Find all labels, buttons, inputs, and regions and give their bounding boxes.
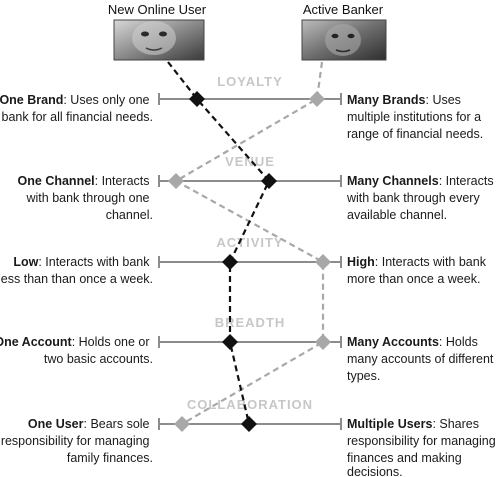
desc-activity-right-line-1: more than once a week. bbox=[347, 272, 480, 286]
desc-collaboration-left-bold: One User bbox=[28, 417, 84, 431]
desc-venue-right-line-2: available channel. bbox=[347, 208, 447, 222]
desc-collaboration-right-line-3: decisions. bbox=[347, 465, 403, 477]
persona-name-new-online-user: New Online User bbox=[108, 2, 207, 17]
desc-activity-left-line-1: less than than once a week. bbox=[0, 272, 153, 286]
desc-collaboration-right-line-0: : Shares bbox=[432, 417, 479, 431]
desc-breadth-left-bold: One Account bbox=[0, 335, 73, 349]
dimension-title-loyalty: LOYALTY bbox=[217, 74, 283, 89]
desc-venue-right: Many Channels: Interacts with bank throu… bbox=[346, 174, 497, 222]
desc-collaboration-left-line-1: responsibility for managing bbox=[1, 434, 150, 448]
marker-active-banker-venue bbox=[168, 173, 184, 189]
desc-activity-left-line-0: : Interacts with bank bbox=[38, 255, 150, 269]
desc-venue-right-line-0: : Interacts bbox=[439, 174, 494, 188]
axis-venue bbox=[158, 175, 342, 187]
desc-loyalty-right-line-2: range of financial needs. bbox=[347, 127, 483, 141]
desc-activity-left-bold: Low bbox=[13, 255, 38, 269]
persona-name-active-banker: Active Banker bbox=[303, 2, 384, 17]
desc-venue-left-line-0: : Interacts bbox=[95, 174, 150, 188]
desc-collaboration-right: Multiple Users: Shares responsibility fo… bbox=[347, 417, 499, 477]
marker-new-online-user-breadth bbox=[222, 334, 238, 350]
marker-new-online-user-loyalty bbox=[189, 91, 205, 107]
desc-activity-right-bold: High bbox=[347, 255, 375, 269]
desc-loyalty-left: One Brand: Uses only one bank for all fi… bbox=[0, 93, 153, 124]
desc-breadth-right: Many Accounts: Holds many accounts of di… bbox=[347, 335, 497, 383]
marker-new-online-user-collaboration bbox=[241, 416, 257, 432]
desc-breadth-left: One Account: Holds one or two basic acco… bbox=[0, 335, 153, 366]
desc-collaboration-left: One User: Bears sole responsibility for … bbox=[1, 417, 153, 465]
desc-activity-left: Low: Interacts with bank less than than … bbox=[0, 255, 153, 286]
desc-venue-right-bold: Many Channels bbox=[347, 174, 439, 188]
desc-activity-right: High: Interacts with bank more than once… bbox=[347, 255, 489, 286]
desc-collaboration-right-line-1: responsibility for managing bbox=[347, 434, 496, 448]
desc-loyalty-right: Many Brands: Uses multiple institutions … bbox=[347, 93, 485, 141]
desc-loyalty-left-bold: One Brand bbox=[0, 93, 63, 107]
photo-new-online-user bbox=[113, 19, 205, 61]
axis-activity bbox=[158, 256, 342, 268]
desc-loyalty-left-line-1: bank for all financial needs. bbox=[2, 110, 153, 124]
desc-collaboration-left-line-0: : Bears sole bbox=[84, 417, 150, 431]
marker-active-banker-breadth bbox=[315, 334, 331, 350]
dimension-title-venue: VENUE bbox=[225, 154, 275, 169]
desc-venue-left-line-2: channel. bbox=[106, 208, 153, 222]
desc-loyalty-left-line-0: : Uses only one bbox=[63, 93, 149, 107]
desc-breadth-left-line-0: : Holds one or bbox=[72, 335, 150, 349]
desc-venue-right-line-1: with bank through every bbox=[346, 191, 480, 205]
marker-active-banker-collaboration bbox=[174, 416, 190, 432]
axis-breadth bbox=[158, 336, 342, 348]
desc-venue-left-bold: One Channel bbox=[18, 174, 95, 188]
dimension-title-breadth: BREADTH bbox=[215, 315, 286, 330]
desc-venue-left-line-1: with bank through one bbox=[26, 191, 150, 205]
marker-active-banker-loyalty bbox=[309, 91, 325, 107]
desc-venue-left: One Channel: Interacts with bank through… bbox=[18, 174, 153, 222]
desc-collaboration-right-line-2: finances and making bbox=[347, 451, 462, 465]
desc-activity-right-line-0: : Interacts with bank bbox=[375, 255, 487, 269]
marker-new-online-user-activity bbox=[222, 254, 238, 270]
desc-breadth-left-line-1: two basic accounts. bbox=[44, 352, 153, 366]
desc-breadth-right-bold: Many Accounts bbox=[347, 335, 439, 349]
desc-breadth-right-line-2: types. bbox=[347, 369, 380, 383]
desc-loyalty-right-line-1: multiple institutions for a bbox=[347, 110, 481, 124]
desc-loyalty-right-bold: Many Brands bbox=[347, 93, 426, 107]
photo-active-banker bbox=[301, 19, 387, 61]
desc-breadth-right-line-1: many accounts of different bbox=[347, 352, 494, 366]
dimension-title-activity: ACTIVITY bbox=[216, 235, 283, 250]
path-new-online-user bbox=[167, 61, 271, 425]
desc-collaboration-right-bold: Multiple Users bbox=[347, 417, 432, 431]
desc-collaboration-left-line-2: family finances. bbox=[67, 451, 153, 465]
desc-breadth-right-line-0: : Holds bbox=[439, 335, 478, 349]
marker-active-banker-activity bbox=[315, 254, 331, 270]
desc-loyalty-right-line-0: : Uses bbox=[426, 93, 461, 107]
dimension-title-collaboration: COLLABORATION bbox=[187, 397, 313, 412]
marker-new-online-user-venue bbox=[261, 173, 277, 189]
